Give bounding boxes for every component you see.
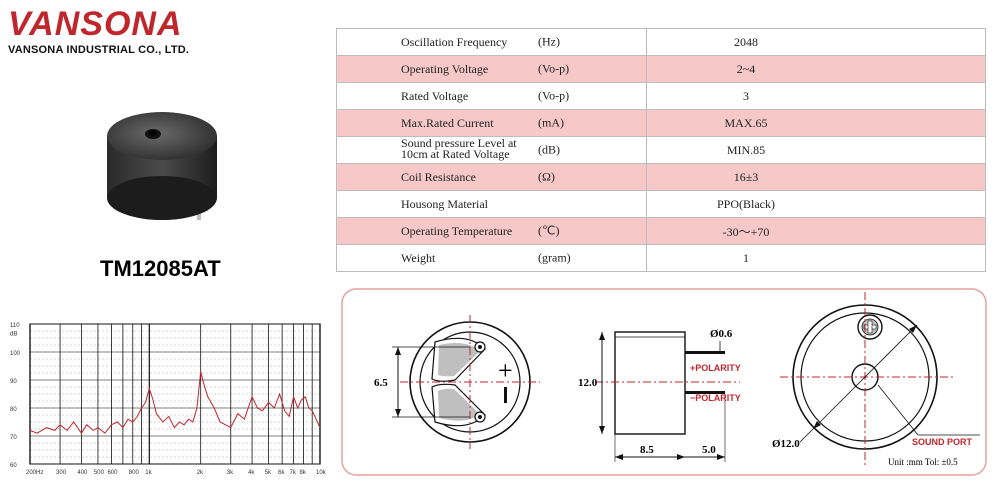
logo-wordmark: VANSONA	[8, 5, 183, 43]
spec-row: Sound pressure Level at 10cm at Rated Vo…	[336, 136, 986, 164]
chart-y-tick-label: 100	[10, 351, 21, 357]
spec-row: Oscillation Frequency (Hz) 2048	[336, 28, 986, 56]
units-note: Unit :mm Tol: ±0.5	[888, 457, 958, 467]
spec-parameter: Sound pressure Level at 10cm at Rated Vo…	[401, 136, 517, 161]
spec-value: 2~4	[646, 55, 986, 83]
sound-port-label: SOUND PORT	[912, 437, 973, 447]
chart-x-tick-label: 400	[77, 470, 88, 476]
spec-row: Operating Voltage (Vo-p) 2~4	[336, 55, 986, 83]
chart-y-tick-label: 60	[10, 463, 17, 469]
chart-y-tick-label: 70	[10, 435, 17, 441]
spec-value: 3	[646, 82, 986, 110]
chart-x-tick-label: 3k	[227, 470, 234, 476]
product-model: TM12085AT	[100, 256, 221, 281]
spec-row: Rated Voltage (Vo-p) 3	[336, 82, 986, 110]
spec-unit: (gram)	[538, 250, 571, 265]
spec-row: Operating Temperature (℃) -30～+70	[336, 217, 986, 245]
chart-x-tick-label: 200Hz	[26, 470, 43, 476]
chart-y-tick-label: 90	[10, 379, 17, 385]
spec-parameter-cell: Oscillation Frequency (Hz)	[336, 28, 647, 56]
chart-x-tick-label: 8k	[299, 470, 306, 476]
polarity-plus-label: +POLARITY	[690, 363, 741, 373]
spec-parameter: Coil Resistance	[401, 169, 476, 184]
side-view: 12.0 8.5 5.0 Ø0.6 +POLARITY −POLARITY	[578, 328, 741, 462]
chart-x-tick-label: 6k	[278, 470, 285, 476]
dim-body-height-label: 12.0	[578, 377, 598, 389]
spec-value: MIN.85	[646, 136, 986, 164]
spec-parameter-cell: Coil Resistance (Ω)	[336, 163, 647, 191]
spec-parameter: Rated Voltage	[401, 88, 469, 103]
chart-x-tick-label: 1k	[145, 470, 152, 476]
spec-unit: (dB)	[538, 142, 560, 157]
spec-value: 2048	[646, 28, 986, 56]
spec-parameter-cell: Rated Voltage (Vo-p)	[336, 82, 647, 110]
spec-unit: (Vo-p)	[538, 61, 570, 76]
spec-value: 1	[646, 244, 986, 272]
spec-parameter: Weight	[401, 250, 436, 265]
company-logo: VANSONA VANSONA INDUSTRIAL CO., LTD.	[8, 6, 208, 70]
spec-unit: (Hz)	[538, 34, 560, 49]
spec-row: Max.Rated Current (mA) MAX.65	[336, 109, 986, 137]
dim-pin-diameter-label: Ø0.6	[710, 328, 733, 340]
company-name: VANSONA INDUSTRIAL CO., LTD.	[8, 44, 190, 56]
polarity-minus-label: −POLARITY	[690, 393, 741, 403]
spec-unit: (Ω)	[538, 169, 555, 184]
spec-value: 16±3	[646, 163, 986, 191]
dim-body-length-label: 8.5	[640, 444, 654, 456]
spec-row: Housong Material PPO(Black)	[336, 190, 986, 218]
chart-x-tick-label: 2k	[197, 470, 204, 476]
chart-y-tick-label: 80	[10, 407, 17, 413]
spec-unit: (Vo-p)	[538, 88, 570, 103]
chart-y-tick-label: 110	[10, 323, 20, 329]
product-photo	[107, 112, 217, 220]
spec-unit: (mA)	[538, 115, 564, 130]
spec-parameter-cell: Operating Temperature (℃)	[336, 217, 647, 245]
chart-series-line	[29, 371, 321, 435]
chart-x-tick-label: 10k	[316, 470, 327, 476]
dim-pin-length-label: 5.0	[702, 444, 716, 456]
chart-x-tick-label: 800	[129, 470, 140, 476]
spec-parameter: Operating Voltage	[401, 61, 489, 76]
chart-x-tick-label: 7k	[290, 470, 297, 476]
polarity-plus-mark: +	[498, 356, 513, 385]
spec-row: Coil Resistance (Ω) 16±3	[336, 163, 986, 191]
spec-value: MAX.65	[646, 109, 986, 137]
chart-x-tick-label: 600	[107, 470, 118, 476]
drawing-frame	[341, 288, 987, 476]
polarity-minus-mark	[504, 387, 507, 403]
chart-x-tick-label: 4k	[248, 470, 255, 476]
spec-value: -30～+70	[646, 217, 986, 245]
spec-row: Weight (gram) 1	[336, 244, 986, 272]
chart-x-tick-label: 5k	[265, 470, 272, 476]
dim-diameter-label: Ø12.0	[772, 438, 800, 450]
chart-y-tick-label: dB	[10, 331, 17, 337]
chart-x-tick-label: 500	[94, 470, 105, 476]
top-view: Ø12.0 SOUND PORT Unit :mm Tol: ±0.5	[772, 292, 980, 467]
front-view: + 6.5	[374, 315, 540, 449]
spec-parameter: Housong Material	[401, 196, 488, 211]
dimension-drawing: + 6.5 12.0 8.5 5.0 Ø0.6 +POLARITY −POLAR…	[341, 288, 987, 476]
chart-x-tick-label: 300	[56, 470, 67, 476]
dim-height-label: 6.5	[374, 377, 388, 389]
spec-value: PPO(Black)	[646, 190, 986, 218]
spec-parameter-cell: Operating Voltage (Vo-p)	[336, 55, 647, 83]
spec-parameter: Operating Temperature	[401, 223, 513, 238]
spec-parameter-cell: Housong Material	[336, 190, 647, 218]
spec-parameter-cell: Sound pressure Level at 10cm at Rated Vo…	[336, 136, 647, 164]
spec-parameter-cell: Max.Rated Current (mA)	[336, 109, 647, 137]
spec-unit: (℃)	[538, 223, 560, 238]
spec-parameter: Oscillation Frequency	[401, 34, 508, 49]
spec-parameter: Max.Rated Current	[401, 115, 494, 130]
spec-parameter-cell: Weight (gram)	[336, 244, 647, 272]
